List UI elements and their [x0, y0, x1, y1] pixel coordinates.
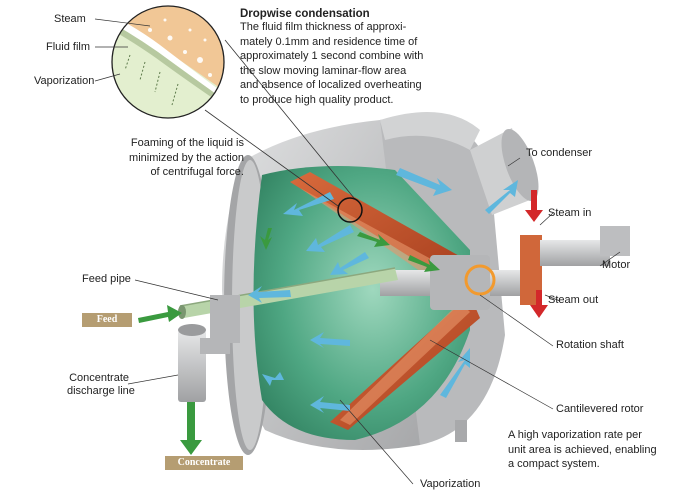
liquid-arrows: [138, 228, 440, 455]
dropwise-text-block: Dropwise condensation The fluid film thi…: [240, 8, 480, 107]
description-line: The fluid film thickness of approxi-: [240, 21, 407, 33]
foaming-note-line: Foaming of the liquid is: [130, 137, 244, 149]
description-line: and absence of localized overheating: [240, 79, 422, 91]
concentrate-discharge-label-line: Concentrate: [69, 372, 129, 384]
vaporization-note-line: A high vaporization rate per: [508, 429, 642, 441]
description-line: to produce high quality product.: [240, 93, 394, 106]
foaming-note: Foaming of the liquid is minimized by th…: [104, 136, 244, 180]
steam-in-label: Steam in: [548, 207, 592, 219]
feed-tag: Feed: [82, 313, 132, 327]
vaporization-inset-label: Vaporization: [34, 75, 95, 87]
vaporization-bottom-label: Vaporization: [420, 478, 481, 490]
to-condenser-label: To condenser: [526, 147, 593, 159]
foaming-note-line: minimized by the action: [129, 151, 244, 164]
description-line: approximately 1 second combine with: [240, 50, 424, 62]
concentrate-tag: Concentrate: [165, 456, 243, 470]
rotation-shaft-shape: [380, 226, 630, 310]
description-line: mately 0.1mm and residence time of: [240, 35, 418, 48]
motor-label: Motor: [602, 259, 631, 271]
steam-label: Steam: [54, 13, 86, 25]
description-line: the slow moving laminar-flow area: [240, 64, 407, 77]
concentrate-discharge-label: Concentrate discharge line: [67, 372, 135, 398]
steam-out-label: Steam out: [548, 294, 599, 306]
steam-arrows: [525, 190, 548, 318]
dropwise-inset: [94, 5, 225, 119]
magnify-marker: [337, 197, 363, 223]
cantilevered-rotor-label: Cantilevered rotor: [556, 403, 644, 415]
feed-pipe-label: Feed pipe: [82, 273, 131, 285]
diagram-title: Dropwise condensation: [240, 8, 370, 20]
concentrate-discharge-label-line: discharge line: [67, 385, 135, 397]
concentrate-discharge-shape: [178, 295, 240, 402]
vaporization-note-line: a compact system.: [508, 458, 600, 470]
foaming-note-line: of centrifugal force.: [150, 166, 244, 178]
vaporization-rate-note: A high vaporization rate per unit area i…: [508, 428, 688, 472]
leader-lines: [127, 157, 621, 485]
rotation-shaft-label: Rotation shaft: [556, 339, 624, 351]
vapor-arrows: [248, 168, 518, 413]
vaporization-note-line: unit area is achieved, enabling: [508, 443, 657, 456]
fluid-film-label: Fluid film: [46, 41, 91, 53]
